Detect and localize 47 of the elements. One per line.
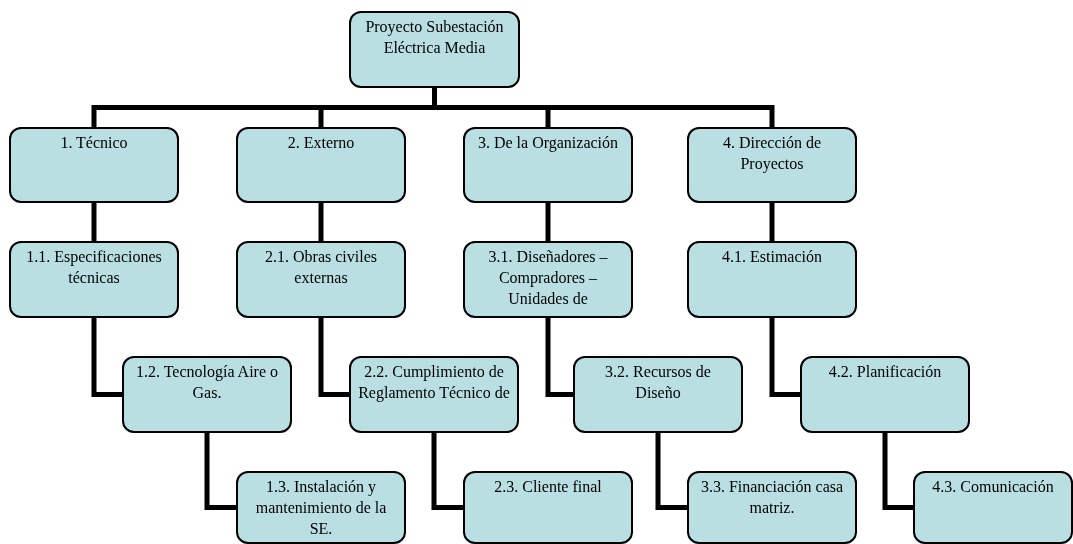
box-label: 4.3. Comunicación [931, 477, 1055, 497]
process-box [9, 241, 179, 318]
connector-line [882, 433, 913, 510]
connector-line [91, 318, 122, 397]
process-box [236, 241, 406, 318]
connector-line [204, 433, 236, 510]
box-label: 4. Dirección de Proyectos [721, 133, 823, 174]
box-label: 2.3. Cliente final [493, 477, 603, 497]
box-label: 1.2. Tecnología Aire o Gas. [134, 362, 280, 403]
box-label: 4.1. Estimación [721, 247, 823, 267]
box-label: 2.2. Cumplimiento de Reglamento Técnico de [357, 362, 511, 403]
process-box [349, 356, 519, 433]
process-box [573, 356, 743, 433]
connector-line [432, 88, 775, 127]
box-label: 3.2. Recursos de Diseño [604, 362, 712, 403]
connector-line [655, 433, 687, 510]
connector-line [545, 203, 551, 241]
process-box [800, 356, 970, 433]
process-box [236, 471, 406, 544]
connector-line [769, 203, 775, 241]
connector-line [91, 203, 97, 241]
connector-line [318, 203, 324, 241]
box-label: 3. De la Organización [476, 133, 620, 153]
process-box [122, 356, 292, 433]
process-box [463, 127, 633, 203]
box-label: 3.3. Financiación casa matriz. [699, 477, 845, 518]
process-box [236, 127, 406, 203]
connector-line [431, 433, 463, 510]
box-label: 4.2. Planificación [827, 362, 943, 382]
box-label: 2.1. Obras civiles externas [264, 247, 378, 288]
box-label: 1. Técnico [59, 133, 129, 153]
box-label: 1.3. Instalación y mantenimiento de la SE. [254, 477, 388, 539]
box-label: 1.1. Especificaciones técnicas [25, 247, 163, 288]
box-label: 3.1. Diseñadores – Compradores – Unidades de [487, 247, 609, 309]
process-box [687, 127, 857, 203]
box-label: Proyecto Subestación Eléctrica Media [364, 17, 505, 58]
box-label: 2. Externo [286, 133, 356, 153]
process-box [349, 11, 520, 88]
process-box [913, 471, 1073, 544]
process-box [687, 471, 857, 544]
connector-line [318, 318, 349, 397]
process-box [9, 127, 179, 203]
connector-line [545, 318, 573, 397]
connector-line [769, 318, 800, 397]
process-box [463, 471, 633, 544]
process-box [463, 241, 633, 318]
process-box [687, 241, 857, 318]
